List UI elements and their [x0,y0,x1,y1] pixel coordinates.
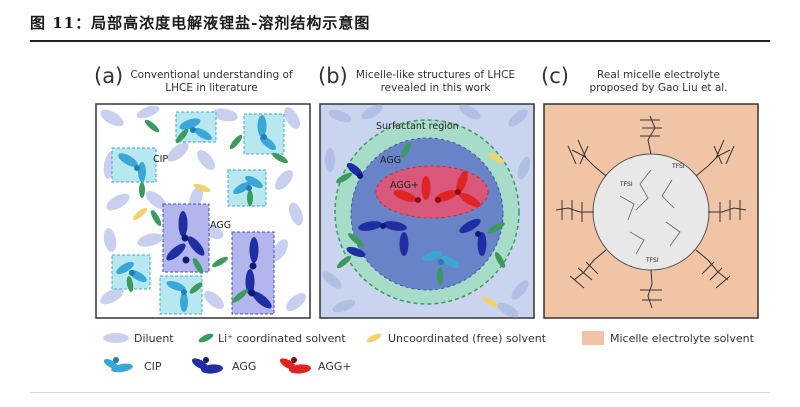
diluent-molecule [100,109,124,127]
diluent-molecule [146,191,166,209]
panel-a-letter: (a) [94,64,124,88]
aggplus-region [375,165,489,219]
agg-molecule [459,218,505,256]
surfactant-chains [555,115,747,309]
diluent-molecule [204,291,224,309]
cip-molecule [175,118,212,144]
cip-molecule [336,246,366,269]
free-solvent-molecule [488,152,504,164]
agg-molecule [348,221,409,256]
free-solvent-molecule [482,296,498,308]
diluent-molecule [284,107,300,129]
legend-li-solvent-label: Li⁺ coordinated solvent [218,332,346,345]
legend-diluent-swatch [103,333,129,343]
agg-molecule [336,162,364,184]
diluent-molecule [212,108,238,122]
diluent-molecule [106,193,130,211]
diluent-molecule [275,170,293,190]
title-rule [30,40,770,42]
diluent-molecule [167,142,189,162]
aggplus-label: AGG+ [390,180,419,191]
diluent-molecule [100,287,124,305]
diluent-molecule [197,150,215,170]
diluent-molecule [272,239,288,261]
li-solvent-molecule [150,210,162,226]
agg-label-b: AGG [380,155,401,166]
legend: Diluent Li⁺ coordinated solvent Uncoordi… [103,331,755,374]
legend-diluent-label: Diluent [134,332,174,345]
cip-label: CIP [153,154,168,165]
tfsi-label: TFSI [619,181,633,188]
surfactant-label: Surfactant region [376,121,459,132]
figure-title: 图 11：局部高浓度电解液锂盐-溶剂结构示意图 [30,14,371,32]
panel-b-letter: (b) [318,64,348,88]
cip-molecule [233,175,263,206]
panel-c-letter: (c) [541,64,569,88]
panel-a-caption: Conventional understanding of LHCE in li… [130,69,293,94]
legend-agg-swatch [191,357,223,374]
legend-free-solvent-swatch [366,333,382,343]
micelle-core [592,153,710,271]
free-solvent-molecule [132,207,148,221]
cip-molecule [166,280,203,312]
legend-free-solvent-label: Uncoordinated (free) solvent [388,332,547,345]
agg-molecule [232,237,272,309]
panel-a-diluents [100,105,306,311]
legend-micelle-label: Micelle electrolyte solvent [610,332,755,345]
diluent-molecule [137,233,163,247]
legend-agg-label: AGG [232,360,256,373]
cip-molecule [116,261,147,292]
panel-c: TFSI TFSI TFSI [543,103,759,319]
tfsi-label: TFSI [645,257,659,264]
panel-b: Surfactant region AGG AGG+ [319,103,535,319]
legend-aggplus-label: AGG+ [318,360,352,373]
diluent-molecule [286,293,306,311]
agg-molecule [166,211,205,274]
diluent-molecule [103,228,117,252]
li-solvent-molecule [229,134,243,150]
legend-li-solvent-swatch [198,333,214,343]
panel-b-caption: Micelle-like structures of LHCE revealed… [355,69,516,94]
li-solvent-molecule [212,256,228,268]
legend-micelle-swatch [582,331,604,345]
panel-a: CIP AGG [95,103,311,319]
cip-molecule [257,115,288,164]
cip-molecule [422,250,459,285]
bottom-rule [30,392,770,393]
panel-c-caption: Real micelle electrolyte proposed by Gao… [589,69,728,94]
legend-cip-label: CIP [144,360,162,373]
diluent-molecule [136,105,160,119]
cip-molecule [118,153,146,198]
diluent-molecule [289,202,303,226]
legend-cip-swatch [103,357,133,373]
inner-chains [619,169,681,255]
panel-b-diluents [322,104,531,318]
li-solvent-molecule [494,252,506,268]
li-solvent-molecule [144,119,160,133]
aggplus-molecule [393,170,481,208]
tfsi-label: TFSI [671,163,685,170]
free-solvent-molecule [193,183,211,193]
legend-aggplus-swatch [279,357,311,374]
agg-label: AGG [210,220,231,231]
li-solvent-molecule [400,142,412,158]
